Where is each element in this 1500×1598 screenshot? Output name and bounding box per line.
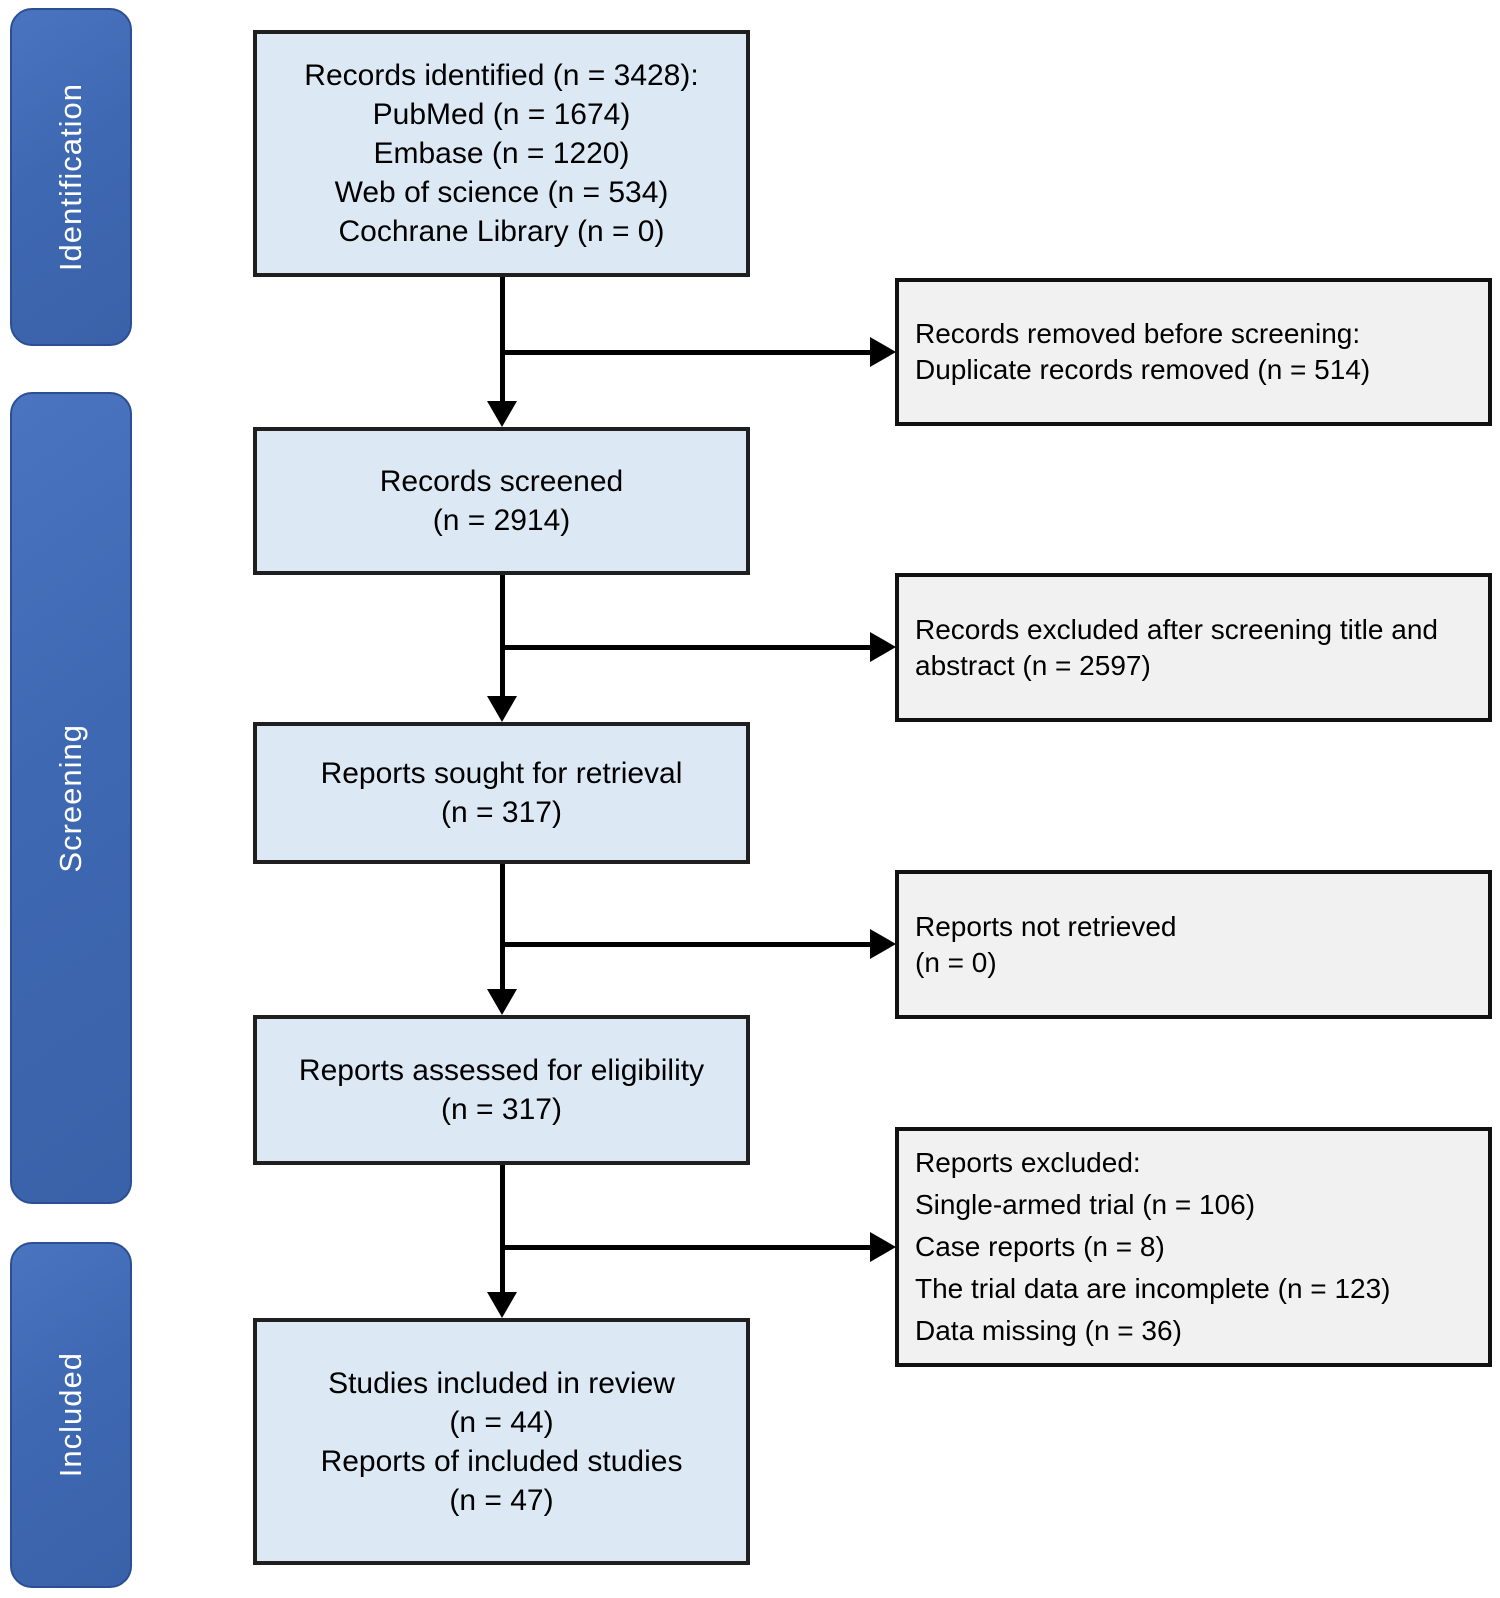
exclusion-box-records-removed: Records removed before screening: Duplic… bbox=[895, 278, 1492, 426]
text-line: (n = 317) bbox=[441, 1093, 562, 1126]
text-line: Duplicate records removed (n = 514) bbox=[915, 354, 1371, 385]
text-line: Reports assessed for eligibility bbox=[298, 1054, 705, 1087]
text-line: Studies included in review bbox=[328, 1366, 675, 1400]
arrowhead-down-icon bbox=[487, 696, 517, 722]
connector-line-sought-notretrieved bbox=[500, 942, 870, 947]
flow-box-reports-assessed: Reports assessed for eligibility (n = 31… bbox=[253, 1015, 750, 1165]
text-line: Records removed before screening: bbox=[915, 318, 1361, 349]
text-line: Web of science (n = 534) bbox=[334, 176, 669, 209]
flow-box-reports-sought: Reports sought for retrieval (n = 317) bbox=[253, 722, 750, 864]
text-line: (n = 44) bbox=[449, 1405, 554, 1439]
arrowhead-right-icon bbox=[870, 632, 896, 662]
text-line: Cochrane Library (n = 0) bbox=[338, 215, 665, 248]
text-line: (n = 317) bbox=[441, 796, 562, 829]
text-line: Reports sought for retrieval bbox=[320, 757, 683, 790]
text-line: The trial data are incomplete (n = 123) bbox=[915, 1273, 1391, 1304]
flow-box-records-screened: Records screened (n = 2914) bbox=[253, 427, 750, 575]
connector-line-identified-screened bbox=[500, 277, 505, 401]
arrowhead-right-icon bbox=[870, 337, 896, 367]
stage-bar-identification: Identification bbox=[10, 8, 132, 346]
text-line: (n = 2914) bbox=[432, 504, 571, 537]
text-line: Records identified (n = 3428): bbox=[304, 59, 699, 92]
connector-line-assessed-excluded bbox=[500, 1245, 870, 1250]
text-line: (n = 47) bbox=[449, 1483, 554, 1517]
stage-bar-included: Included bbox=[10, 1242, 132, 1588]
text-line: Records excluded after screening title a… bbox=[915, 613, 1438, 645]
arrowhead-right-icon bbox=[870, 929, 896, 959]
connector-line-screened-sought bbox=[500, 575, 505, 696]
exclusion-box-records-excluded: Records excluded after screening title a… bbox=[895, 573, 1492, 722]
text-line: (n = 0) bbox=[915, 946, 997, 978]
exclusion-box-reports-not-retrieved: Reports not retrieved (n = 0) bbox=[895, 870, 1492, 1019]
text-line: Reports not retrieved bbox=[915, 910, 1177, 942]
text-line: abstract (n = 2597) bbox=[915, 649, 1151, 681]
stage-label-included: Included bbox=[53, 1352, 88, 1478]
arrowhead-down-icon bbox=[487, 1292, 517, 1318]
flow-box-records-identified: Records identified (n = 3428): PubMed (n… bbox=[253, 30, 750, 277]
connector-line-identified-removed bbox=[500, 350, 870, 355]
connector-line-assessed-included bbox=[500, 1165, 505, 1292]
text-line: Records screened bbox=[379, 465, 624, 498]
arrowhead-down-icon bbox=[487, 989, 517, 1015]
connector-line-sought-assessed bbox=[500, 864, 505, 989]
text-line: Case reports (n = 8) bbox=[915, 1231, 1165, 1262]
stage-label-screening: Screening bbox=[53, 723, 88, 873]
text-line: Data missing (n = 36) bbox=[915, 1315, 1182, 1346]
text-line: Reports of included studies bbox=[320, 1444, 683, 1478]
exclusion-box-reports-excluded: Reports excluded: Single-armed trial (n … bbox=[895, 1127, 1492, 1367]
flow-box-studies-included: Studies included in review (n = 44) Repo… bbox=[253, 1318, 750, 1565]
arrowhead-down-icon bbox=[487, 401, 517, 427]
stage-bar-screening: Screening bbox=[10, 392, 132, 1204]
text-line: Single-armed trial (n = 106) bbox=[915, 1189, 1256, 1220]
stage-label-identification: Identification bbox=[53, 82, 88, 272]
arrowhead-right-icon bbox=[870, 1232, 896, 1262]
text-line: PubMed (n = 1674) bbox=[372, 98, 631, 131]
text-line: Reports excluded: bbox=[915, 1147, 1141, 1178]
connector-line-screened-excluded bbox=[500, 645, 870, 650]
text-line: Embase (n = 1220) bbox=[373, 137, 630, 170]
